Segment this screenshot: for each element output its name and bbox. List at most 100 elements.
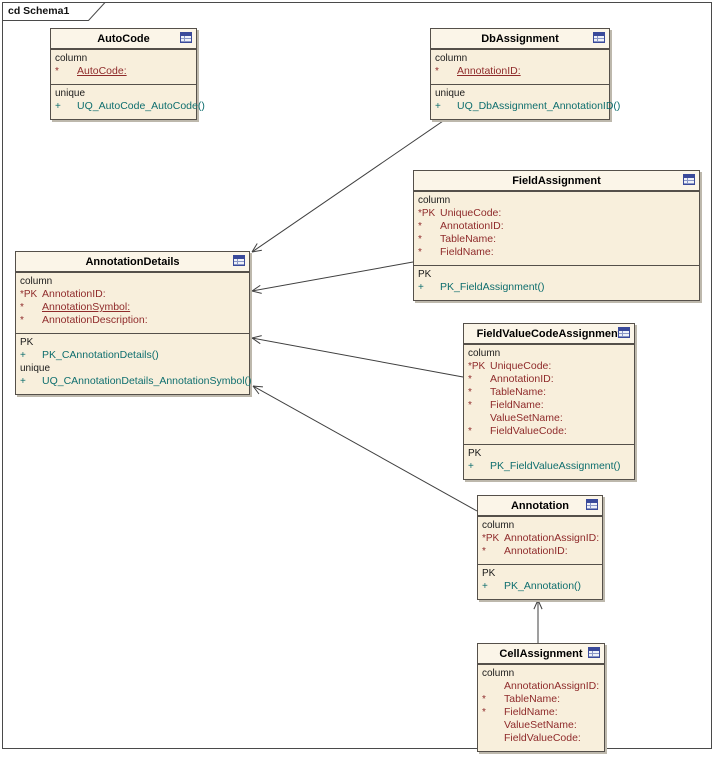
row-prefix: * <box>418 221 422 232</box>
row-prefix: * <box>55 66 59 77</box>
row-prefix: * <box>418 247 422 258</box>
compartment-header: PK <box>418 269 432 280</box>
column-row: AnnotationAssignID: <box>478 680 602 693</box>
entity-compartment: PK+PK_Annotation() <box>478 564 602 599</box>
row-label: TableName: <box>440 233 497 245</box>
row-prefix: * <box>482 694 486 705</box>
diagram-frame-tab: cd Schema1 <box>2 2 106 21</box>
operation-row: +PK_Annotation() <box>478 580 600 593</box>
row-prefix: * <box>468 387 472 398</box>
row-label: AnnotationSymbol: <box>42 301 131 313</box>
column-row: * AutoCode: <box>51 65 194 78</box>
column-row: *FieldValueCode: <box>464 425 632 438</box>
row-prefix <box>478 732 504 745</box>
row-label: AnnotationDescription: <box>42 314 148 326</box>
column-row: * AnnotationID: <box>464 373 632 386</box>
row-prefix <box>478 680 504 693</box>
entity-title-bar: Annotation <box>478 496 602 516</box>
entity-title-label: DbAssignment <box>481 32 559 45</box>
column-row: * AnnotationSymbol: <box>16 301 247 314</box>
compartment-header: column <box>468 348 501 359</box>
table-icon <box>233 255 245 266</box>
compartment-header: column <box>20 276 53 287</box>
row-prefix: * <box>20 302 24 313</box>
column-row: *AnnotationID: <box>431 65 607 78</box>
compartment-header: column <box>482 668 515 679</box>
compartment-header: column <box>418 195 451 206</box>
row-prefix <box>464 412 490 425</box>
row-label: PK_FieldValueAssignment() <box>490 460 621 472</box>
compartment-header: PK <box>482 568 496 579</box>
row-label: UQ_DbAssignment_AnnotationID() <box>457 100 621 112</box>
entity-compartment: column *PK AnnotationID: * AnnotationSymbol:… <box>16 272 249 333</box>
row-prefix: * <box>20 315 24 326</box>
table-icon <box>588 647 600 658</box>
compartment-header: PK <box>20 337 34 348</box>
frame-tab-outline <box>2 2 106 21</box>
entity-compartment: column * AutoCode: <box>51 49 196 84</box>
row-prefix: * <box>435 66 439 77</box>
entity-title-label: AutoCode <box>97 32 150 45</box>
operation-row: +PK_FieldAssignment() <box>414 281 697 294</box>
table-icon <box>683 174 695 185</box>
column-row: *TableName: <box>464 386 632 399</box>
compartment-header: PK <box>468 448 482 459</box>
table-icon <box>586 499 598 510</box>
row-prefix: + <box>435 101 441 112</box>
row-label: PK_FieldAssignment() <box>440 281 545 293</box>
row-prefix: *PK <box>468 361 486 372</box>
operation-row: + UQ_DbAssignment_AnnotationID() <box>431 100 620 113</box>
compartment-header: column <box>55 53 88 64</box>
column-row: FieldValueCode: <box>478 732 602 745</box>
row-prefix: + <box>468 461 474 472</box>
operation-row: +PK_CAnnotationDetails() <box>16 349 247 362</box>
connector-CellAssignment-to-Annotation[interactable] <box>533 599 543 643</box>
row-label: AnnotationAssignID: <box>504 532 600 544</box>
column-row: *TableName: <box>414 233 697 246</box>
entity-title-bar: DbAssignment <box>431 29 609 49</box>
row-label: AutoCode: <box>77 65 127 77</box>
row-label: FieldValueCode: <box>504 732 581 744</box>
entity-title-label: FieldValueCodeAssignment <box>476 327 622 340</box>
row-label: AnnotationID: <box>490 373 554 385</box>
row-label: UQ_CAnnotationDetails_AnnotationSymbol() <box>42 375 252 387</box>
row-label: AnnotationID: <box>42 288 106 300</box>
column-row: ValueSetName: <box>478 719 602 732</box>
column-row: *FieldName: <box>478 706 602 719</box>
row-prefix: * <box>468 426 472 437</box>
row-label: UQ_AutoCode_AutoCode() <box>77 100 205 112</box>
diagram-frame <box>2 2 712 749</box>
row-label: AnnotationAssignID: <box>504 680 600 692</box>
column-row: ValueSetName: <box>464 412 632 425</box>
row-prefix: * <box>468 374 472 385</box>
entity-title-bar: AnnotationDetails <box>16 252 249 272</box>
row-prefix: *PK <box>20 289 38 300</box>
column-row: * TableName: <box>478 693 602 706</box>
row-label: AnnotationID: <box>440 220 504 232</box>
frame-tab-label: cd Schema1 <box>8 5 70 17</box>
connector-FieldValueCodeAssignment-to-AnnotationDetails[interactable] <box>251 335 464 378</box>
table-icon <box>180 32 192 43</box>
entity-compartment: column*AnnotationID: <box>431 49 609 84</box>
row-label: ValueSetName: <box>504 719 577 731</box>
connector-FieldAssignment-to-AnnotationDetails[interactable] <box>251 261 414 294</box>
row-label: TableName: <box>504 693 561 705</box>
connector-Annotation-to-AnnotationDetails[interactable] <box>252 385 478 512</box>
column-row: *AnnotationID: <box>478 545 600 558</box>
connector-DbAssignment-to-AnnotationDetails[interactable] <box>251 118 447 253</box>
